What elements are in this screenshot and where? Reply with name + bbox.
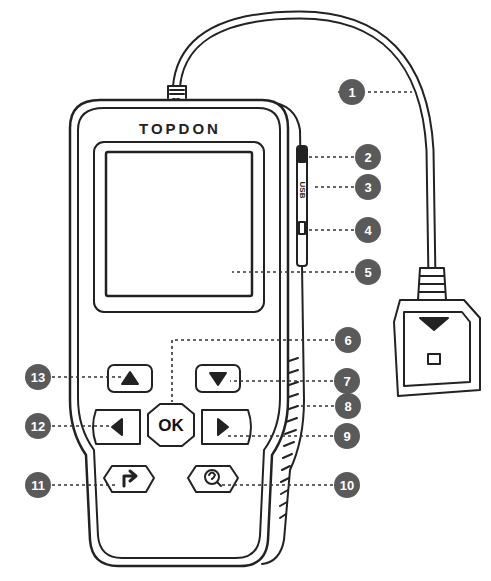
callout-number: 4 bbox=[355, 217, 381, 243]
callout-number: 7 bbox=[334, 368, 360, 394]
callout-number: 9 bbox=[334, 423, 360, 449]
key-label: OK bbox=[158, 417, 184, 434]
callout-number: 2 bbox=[355, 144, 381, 170]
port-label: USB bbox=[298, 181, 306, 200]
callout-number: 12 bbox=[25, 413, 51, 439]
callout-number: 13 bbox=[25, 364, 51, 390]
brand-logo: TOPDON bbox=[139, 121, 221, 136]
callout-number: 10 bbox=[334, 472, 360, 498]
callout-number: 3 bbox=[355, 174, 381, 200]
callout-number: 6 bbox=[335, 327, 361, 353]
callout-number: 8 bbox=[335, 393, 361, 419]
callout-number: 11 bbox=[25, 472, 51, 498]
callout-number: 5 bbox=[355, 259, 381, 285]
callout-number: 1 bbox=[339, 79, 365, 105]
